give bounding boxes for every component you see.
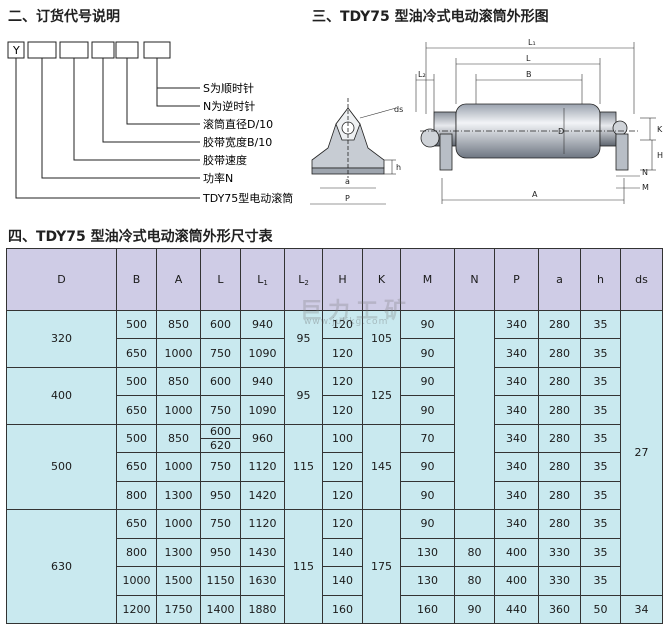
header-m: M — [400, 248, 455, 311]
dim-m: M — [642, 183, 649, 192]
code-box-power — [27, 41, 57, 59]
dim-k: K — [657, 125, 663, 134]
dim-a: a — [345, 177, 350, 186]
cell-n-blank — [454, 309, 495, 511]
header-h-small: h — [580, 248, 621, 311]
header-d: D — [6, 248, 117, 311]
cell-l2: 115 — [284, 423, 323, 511]
section-title-order-code: 二、订货代号说明 — [8, 9, 120, 25]
header-ds: ds — [620, 248, 663, 311]
code-box-belt-width — [91, 41, 115, 59]
bracket-side-view — [311, 98, 385, 178]
table-row: 650 1000 750 1120 120 90 340 280 35 — [7, 452, 663, 482]
dim-n: N — [642, 168, 648, 177]
code-label-3: 胶带宽度B/10 — [203, 135, 272, 149]
dim-l2: L₂ — [418, 70, 426, 79]
section-title-drawing: 三、TDY75 型油冷式电动滚筒外形图 — [312, 9, 549, 25]
table-header-row: D B A L L1 L2 H K M N P a h ds — [6, 248, 663, 311]
table-row: 800 1300 950 1420 120 90 340 280 35 — [7, 480, 663, 511]
drum-body — [420, 103, 640, 171]
cell-k: 145 — [362, 423, 401, 511]
cell-d: 400 — [6, 366, 117, 425]
header-a-small: a — [538, 248, 581, 311]
outline-drawing: a P h ds L₁ L — [310, 38, 663, 205]
dim-l1: L₁ — [528, 38, 536, 47]
header-a: A — [156, 248, 201, 311]
table-row: 800 1300 950 1430 140 130 80 400 330 35 — [7, 537, 663, 568]
dim-ds: ds — [394, 105, 403, 114]
code-box-diameter — [115, 41, 139, 59]
cell-l2: 95 — [284, 366, 323, 425]
cell-k: 175 — [362, 509, 401, 624]
code-label-2: 滚筒直径D/10 — [203, 117, 273, 131]
code-label-4: 胶带速度 — [203, 153, 247, 167]
table-row: 400 500 850 600 940 95 120 125 90 340 28… — [6, 366, 663, 425]
cell-d: 500 — [6, 423, 117, 511]
header-l1: L1 — [240, 248, 285, 311]
dimension-table: D B A L L1 L2 H K M N P a h ds 320 500 8… — [6, 248, 663, 625]
code-label-6: TDY75型电动滚筒 — [202, 191, 293, 205]
table-row: 320 500 850 600 940 95 120 105 90 340 28… — [6, 309, 663, 596]
order-code-diagram: Y S为顺时针 N为逆时针 滚筒直径D/10 胶带宽度B/10 胶带速度 功率N… — [7, 41, 293, 205]
cell-ds-last: 34 — [620, 594, 663, 625]
dim-a-total: A — [532, 190, 538, 199]
table-row: 1000 1500 1150 1630 140 130 80 400 330 3… — [7, 566, 663, 596]
cell-l2: 95 — [284, 309, 323, 368]
section-title-table: 四、TDY75 型油冷式电动滚筒外形尺寸表 — [8, 229, 273, 245]
header-k: K — [362, 248, 401, 311]
table-row: 1200 1750 1400 1880 160 160 90 440 360 5… — [7, 594, 663, 625]
code-label-1: N为逆时针 — [203, 99, 255, 113]
cell-d: 630 — [6, 509, 117, 624]
code-prefix: Y — [12, 44, 20, 57]
code-label-0: S为顺时针 — [203, 81, 254, 95]
header-b: B — [116, 248, 157, 311]
dim-b: B — [526, 70, 532, 79]
cell-l2: 115 — [284, 509, 323, 624]
header-h: H — [322, 248, 363, 311]
dim-h: h — [396, 163, 401, 172]
header-n: N — [454, 248, 495, 311]
cell-d: 320 — [6, 309, 117, 368]
dim-h-total: H — [657, 151, 663, 160]
header-l2: L2 — [284, 248, 323, 311]
dim-d: D — [558, 127, 564, 136]
code-label-5: 功率N — [203, 171, 233, 185]
cell-k: 125 — [362, 366, 401, 425]
header-l: L — [200, 248, 241, 311]
code-box-direction — [143, 41, 171, 59]
dim-l: L — [526, 54, 531, 63]
cell-ds: 27 — [620, 309, 663, 596]
dim-p: P — [345, 194, 350, 203]
table-row: 650 1000 750 1090 120 90 340 280 35 — [7, 395, 663, 425]
code-box-speed — [59, 41, 89, 59]
cell-k: 105 — [362, 309, 401, 368]
header-p: P — [494, 248, 539, 311]
table-row: 650 1000 750 1090 120 90 340 280 35 — [7, 338, 663, 368]
table-row: 630 650 1000 750 1120 115 120 175 90 340… — [6, 509, 663, 624]
